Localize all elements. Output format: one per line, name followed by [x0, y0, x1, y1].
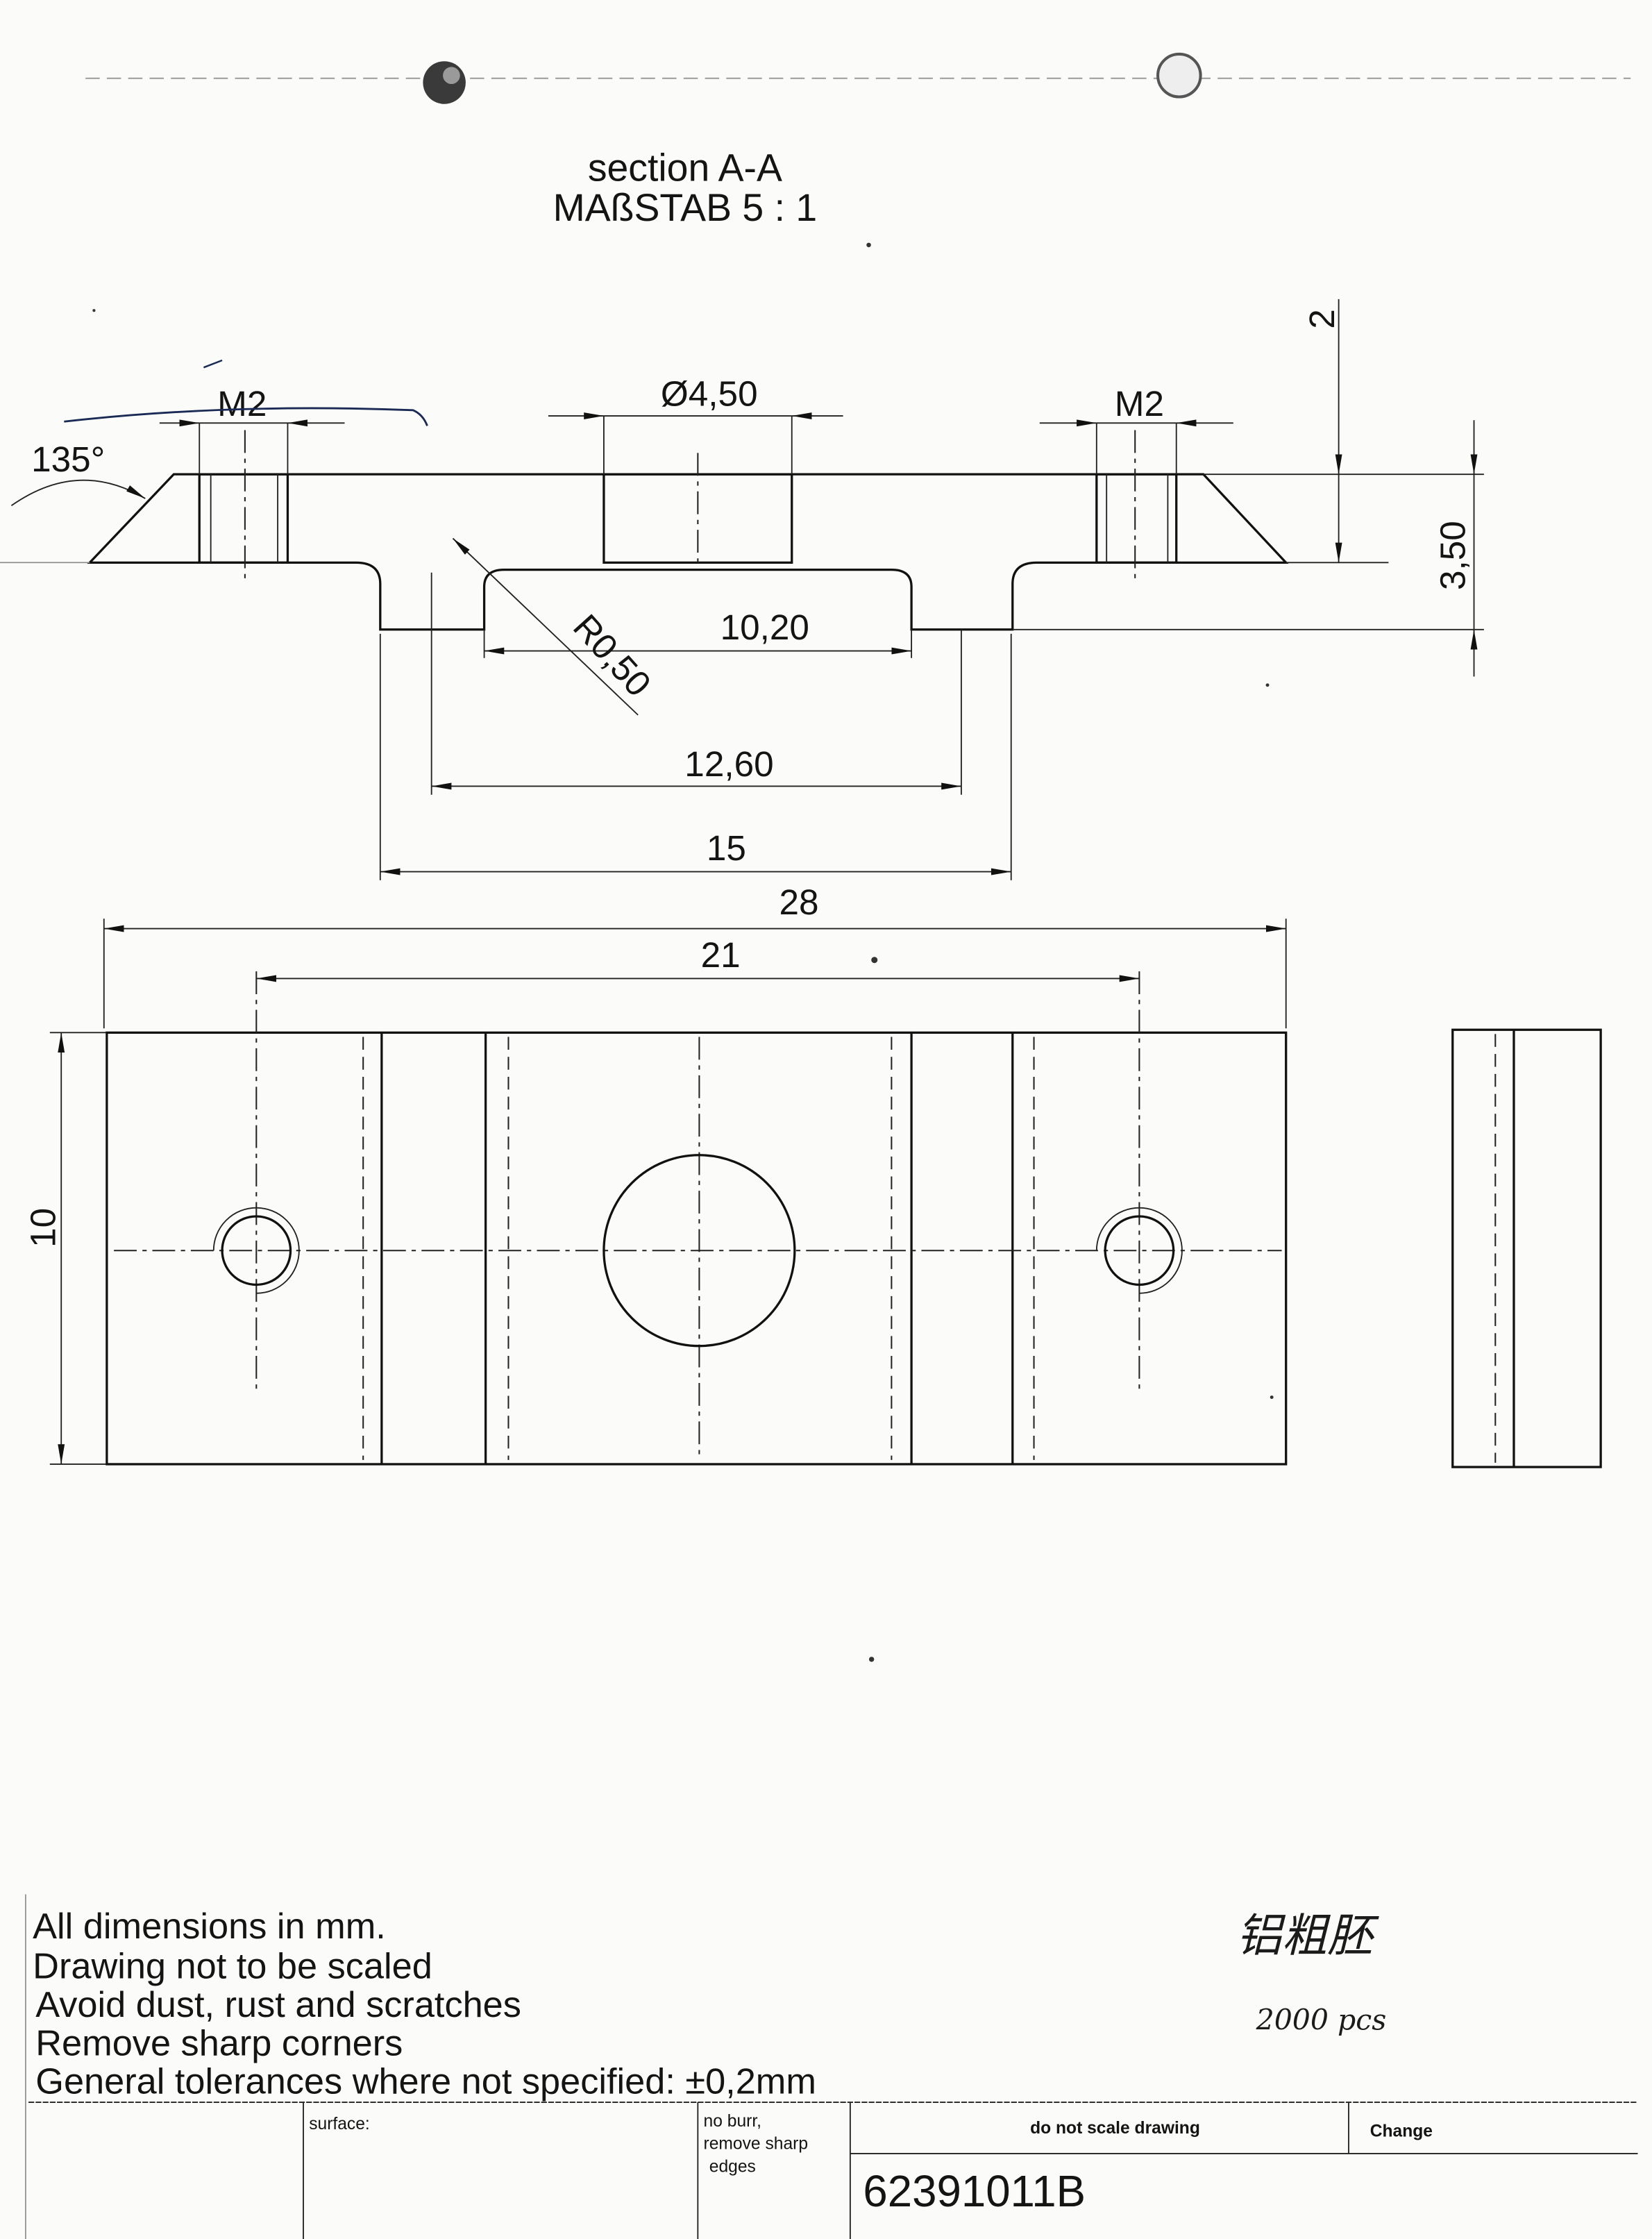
edges-note-line-1: no burr,: [704, 2112, 761, 2131]
edges-note-line-3: edges: [709, 2158, 756, 2177]
edges-note-line-2: remove sharp: [704, 2135, 808, 2154]
dim-chamfer-angle-label: 135°: [31, 439, 105, 479]
sheet-top-edge: [85, 52, 1631, 104]
note-not-scaled: Drawing not to be scaled: [33, 1947, 432, 1987]
top-view-dimensions: 28 21 10: [24, 882, 1287, 1465]
dim-thread-left-label: M2: [217, 384, 267, 424]
section-title: section A-A: [588, 146, 782, 190]
top-view: [106, 971, 1288, 1466]
change-label: Change: [1370, 2122, 1433, 2140]
note-avoid-damage: Avoid dust, rust and scratches: [35, 1985, 521, 2025]
scan-marks: [92, 242, 1274, 1662]
scale-label: MAßSTAB 5 : 1: [553, 186, 818, 229]
dim-boss-width-label: 15: [707, 828, 746, 868]
dim-thread-right-label: M2: [1115, 384, 1164, 424]
dim-hole-spacing-label: 21: [701, 935, 741, 975]
dim-fillet-radius-label: R0,50: [566, 607, 659, 704]
drawing-number: 62391011B: [863, 2167, 1086, 2216]
punch-hole-left: [423, 61, 466, 104]
surface-label: surface:: [309, 2115, 370, 2133]
dim-width-mid-label: 12,60: [684, 744, 773, 784]
section-view: [0, 430, 1289, 631]
dim-width-label: 10: [24, 1208, 63, 1248]
scale-note: do not scale drawing: [1030, 2119, 1200, 2138]
punch-hole-right: [1156, 52, 1202, 99]
dim-depth-label: 2: [1302, 309, 1342, 329]
note-general-tolerances: General tolerances where not specified: …: [35, 2062, 816, 2102]
dim-overall-length-label: 28: [779, 882, 818, 922]
note-sharp-corners: Remove sharp corners: [35, 2023, 403, 2063]
dim-height-label: 3,50: [1433, 521, 1473, 590]
handwritten-strike: [64, 359, 428, 426]
general-notes: All dimensions in mm. Drawing not to be …: [25, 1894, 816, 2239]
dim-center-hole-label: Ø4,50: [661, 374, 758, 414]
side-view: [1451, 1028, 1602, 1468]
dim-inner-width-label: 10,20: [720, 607, 809, 647]
handwritten-material: 铝粗胚: [1236, 1910, 1379, 1963]
note-dimensions-unit: All dimensions in mm.: [33, 1906, 386, 1947]
section-dimensions: 2 3,50 Ø4,50 M2 M2 135° 10,20: [10, 299, 1484, 880]
handwritten-quantity: 2000 pcs: [1256, 2003, 1387, 2036]
title-block: surface: no burr, remove sharp edges do …: [28, 2102, 1638, 2239]
